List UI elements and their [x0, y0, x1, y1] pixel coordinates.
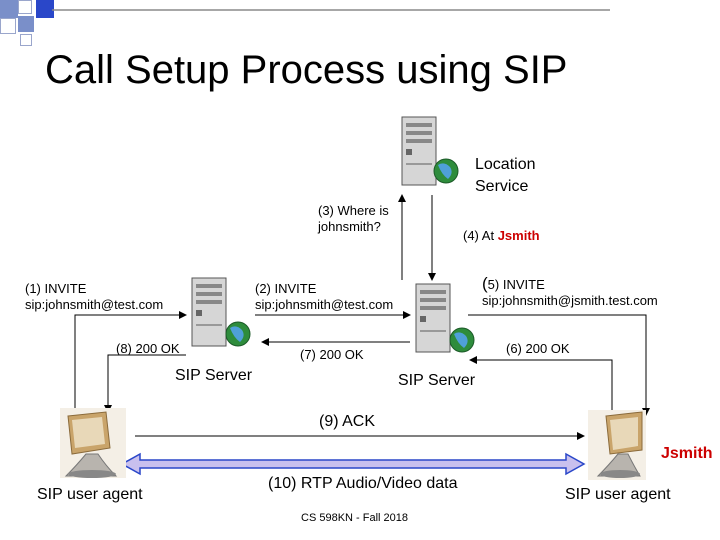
step-3-label: (3) Where is johnsmith? — [318, 203, 389, 235]
step-1-label: (1) INVITE sip:johnsmith@test.com — [25, 281, 163, 313]
step-5-line2: sip:johnsmith@jsmith.test.com — [482, 293, 658, 308]
step-4-name: Jsmith — [497, 228, 540, 243]
corner-square-3 — [36, 0, 54, 18]
right-sip-server-icon — [415, 283, 475, 353]
right-sip-server-label: SIP Server — [398, 372, 476, 389]
callee-name-label: Jsmith — [661, 445, 713, 462]
arrow-step-1 — [74, 311, 187, 415]
arrow-step-8 — [104, 354, 186, 413]
location-server-icon — [401, 116, 459, 186]
location-service-label: Location Service — [475, 156, 536, 196]
page-title: Call Setup Process using SIP — [45, 48, 568, 92]
step-5-line1: 5) INVITE — [487, 277, 545, 292]
step-2-line1: (2) INVITE — [255, 281, 317, 296]
caller-agent-label: SIP user agent — [37, 486, 143, 503]
step-2-label: (2) INVITE sip:johnsmith@test.com — [255, 281, 393, 313]
step-4-prefix: (4) At — [463, 228, 498, 243]
arrow-step-6 — [469, 356, 613, 413]
left-sip-server-icon — [191, 277, 251, 347]
location-service-line2: Service — [475, 178, 529, 195]
step-1-line2: sip:johnsmith@test.com — [25, 297, 164, 312]
corner-square-6 — [20, 34, 32, 46]
step-3-line1: (3) Where is — [318, 203, 389, 218]
footer-text: CS 598KN - Fall 2018 — [301, 512, 408, 524]
step-7-label: (7) 200 OK — [300, 347, 364, 362]
location-service-line1: Location — [475, 156, 536, 173]
corner-square-1 — [0, 0, 18, 18]
corner-square-2 — [18, 0, 32, 14]
caller-computer-icon — [60, 408, 126, 478]
step-10-label: (10) RTP Audio/Video data — [268, 475, 458, 492]
corner-square-4 — [0, 18, 16, 34]
callee-computer-icon — [588, 410, 646, 480]
step-8-label: (8) 200 OK — [116, 341, 180, 356]
corner-square-5 — [18, 16, 34, 32]
step-6-label: (6) 200 OK — [506, 341, 570, 356]
left-sip-server-label: SIP Server — [175, 367, 253, 384]
step-2-line2: sip:johnsmith@test.com — [255, 297, 394, 312]
arrow-step-5 — [468, 314, 650, 416]
step-9-label: (9) ACK — [319, 413, 376, 430]
step-5-label: (5) INVITE sip:johnsmith@jsmith.test.com — [482, 274, 658, 309]
step-1-line1: (1) INVITE — [25, 281, 87, 296]
rtp-arrow — [120, 452, 586, 476]
step-3-line2: johnsmith? — [318, 219, 381, 234]
step-4-label: (4) At Jsmith — [463, 228, 540, 244]
step-5-paren: ( — [482, 274, 488, 293]
callee-agent-label: SIP user agent — [565, 486, 671, 503]
